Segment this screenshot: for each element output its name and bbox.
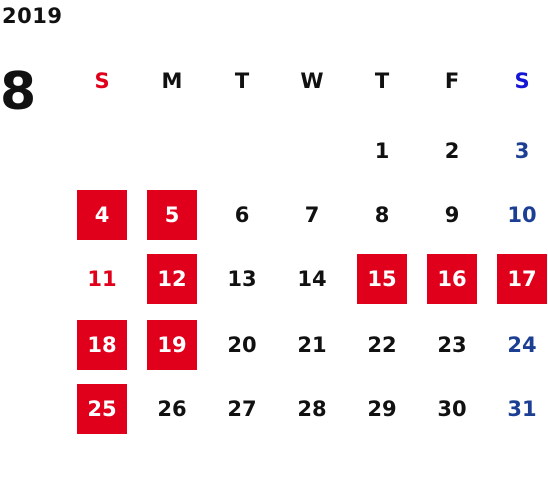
day-cell-9[interactable]: 9	[444, 203, 460, 227]
day-cell-11[interactable]: 11	[87, 267, 117, 291]
weekday-header-3: W	[300, 69, 324, 93]
day-cell-24[interactable]: 24	[507, 333, 537, 357]
weekday-header-1: M	[161, 69, 183, 93]
weekday-header-4: T	[374, 69, 390, 93]
day-cell-6[interactable]: 6	[234, 203, 250, 227]
day-cell-8[interactable]: 8	[374, 203, 390, 227]
weekday-header-0: S	[94, 69, 110, 93]
month-number: 8	[0, 62, 37, 122]
weekday-header-5: F	[444, 69, 460, 93]
day-cell-27[interactable]: 27	[227, 397, 257, 421]
day-cell-2[interactable]: 2	[444, 139, 460, 163]
day-cell-14[interactable]: 14	[297, 267, 327, 291]
day-cell-25[interactable]: 25	[77, 384, 127, 434]
day-cell-18[interactable]: 18	[77, 320, 127, 370]
day-cell-4[interactable]: 4	[77, 190, 127, 240]
year-label: 2019	[2, 4, 63, 28]
day-cell-1[interactable]: 1	[374, 139, 390, 163]
day-cell-28[interactable]: 28	[297, 397, 327, 421]
day-cell-10[interactable]: 10	[507, 203, 537, 227]
weekday-header-6: S	[514, 69, 530, 93]
day-cell-12[interactable]: 12	[147, 254, 197, 304]
day-cell-5[interactable]: 5	[147, 190, 197, 240]
day-cell-16[interactable]: 16	[427, 254, 477, 304]
day-cell-17[interactable]: 17	[497, 254, 547, 304]
day-cell-30[interactable]: 30	[437, 397, 467, 421]
day-cell-15[interactable]: 15	[357, 254, 407, 304]
day-cell-3[interactable]: 3	[514, 139, 530, 163]
day-cell-21[interactable]: 21	[297, 333, 327, 357]
day-cell-19[interactable]: 19	[147, 320, 197, 370]
day-cell-31[interactable]: 31	[507, 397, 537, 421]
day-cell-23[interactable]: 23	[437, 333, 467, 357]
day-cell-13[interactable]: 13	[227, 267, 257, 291]
day-cell-29[interactable]: 29	[367, 397, 397, 421]
weekday-header-2: T	[234, 69, 250, 93]
day-cell-26[interactable]: 26	[157, 397, 187, 421]
day-cell-7[interactable]: 7	[304, 203, 320, 227]
day-cell-20[interactable]: 20	[227, 333, 257, 357]
day-cell-22[interactable]: 22	[367, 333, 397, 357]
